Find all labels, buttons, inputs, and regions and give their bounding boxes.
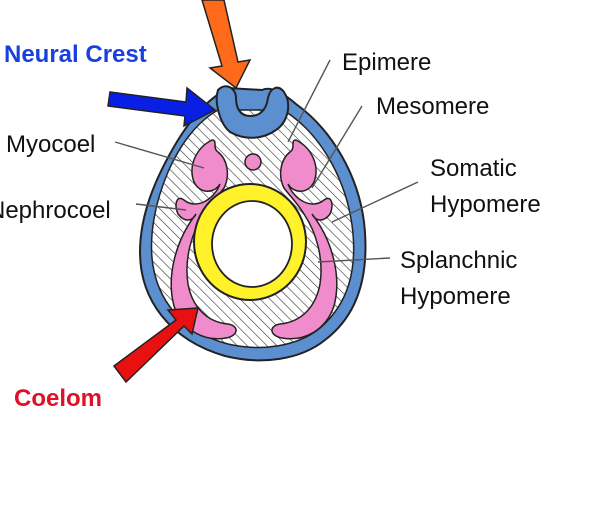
neural-crest-arrow [107, 86, 217, 128]
somatic-hypomere-leader [331, 181, 419, 223]
myocoel-leader [114, 141, 205, 169]
somatic-hypomere-label-line1: Somatic [430, 155, 517, 182]
top-orange-arrow [201, 0, 252, 90]
notochord [244, 153, 262, 171]
neural-tube [215, 85, 290, 139]
epimere-label: Epimere [342, 49, 431, 76]
right-mesoderm-band [271, 139, 338, 340]
nephrocoel-label: Nephrocoel [0, 197, 111, 224]
coelom-label: Coelom [14, 385, 102, 412]
splanchnic-hypomere-leader [317, 257, 391, 263]
splanchnic-hypomere-label-line2: Hypomere [400, 283, 511, 310]
myocoel-label: Myocoel [6, 131, 95, 158]
epimere-leader [287, 59, 331, 143]
somatic-hypomere-label-line2: Hypomere [430, 191, 541, 218]
nephrocoel-leader [135, 203, 187, 211]
coelom-arrow [112, 307, 199, 384]
splanchnic-hypomere-label-line1: Splanchnic [400, 247, 517, 274]
mesomere-leader [311, 105, 363, 189]
gut-lumen [211, 200, 293, 288]
mesomere-label: Mesomere [376, 93, 489, 120]
neural-crest-label: Neural Crest [4, 41, 147, 68]
